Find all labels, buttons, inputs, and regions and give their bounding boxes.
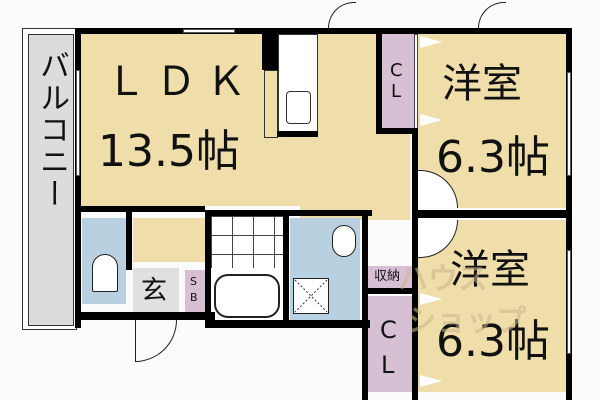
storage-label: 収納 [374,269,401,284]
kitchen-wall [262,34,278,70]
wall-rooms-divider [418,210,568,218]
western-room-1-title: 洋室 [442,61,522,107]
wall-cl1-bottom [376,128,418,134]
entrance [133,268,179,312]
wall-ldk-bottom [75,206,205,212]
window-balcony [76,70,80,176]
toilet-icon [92,254,118,292]
wall-left [75,28,81,328]
balcony-label: バルコニー [34,50,69,210]
shoe-box [185,270,205,312]
kitchen-side [264,70,278,138]
window-ldk-top [183,29,235,33]
bathtub-icon [214,274,280,318]
western-room-2-title: 洋室 [450,247,530,293]
door-top-western[interactable] [478,2,506,28]
closet-1 [382,34,414,130]
storage [368,266,414,288]
entrance-door[interactable] [135,320,177,362]
wall-bottom-left [75,312,215,320]
closet-1-c: C [390,60,403,81]
shoe-box-b: B [190,291,198,304]
kitchen-sink-icon [286,91,311,124]
entrance-label: 玄 [141,276,168,306]
watermark-line1: ハウス [398,262,488,297]
wall-bath-divider [283,216,289,326]
ldk-lower-floor [300,130,410,220]
ldk-title: ＬＤＫ [106,59,256,105]
closet-1-l: L [391,81,402,102]
door-top-ldk[interactable] [328,2,356,28]
closet-2-fold-door-bottom [420,375,442,387]
wash-basin-icon [332,225,356,257]
window-western-2 [567,250,571,354]
closet-1-fold-door-top [420,36,442,48]
shoe-box-s: S [190,275,197,288]
western-room-1-size: 6.3帖 [436,132,550,183]
wall-hall-right [412,128,418,400]
kitchen-counter-base [277,131,318,137]
wall-bath-right [362,210,368,400]
hall-floor [133,218,205,262]
wall-storage-bottom [362,288,418,294]
western-room-2-size: 6.3帖 [436,316,550,367]
ldk-size: 13.5帖 [98,126,240,177]
wall-bath-left [205,210,211,328]
wall-toilet-right [126,210,132,270]
closet-2-c: C [380,316,397,344]
wall-top [75,28,567,34]
closet-1-fold-door-bottom [420,114,442,126]
closet-2-fold-door-top [420,293,442,305]
closet-2 [368,296,414,392]
closet-2-l: L [381,351,395,379]
wall-bath-top [205,210,372,216]
balcony-floor [28,34,74,326]
bath-tiles [211,216,283,272]
watermark-line2: ショップ [406,304,526,339]
wall-right [566,28,572,400]
washing-machine-pan-x-icon [294,279,328,313]
window-western-1 [567,72,571,176]
wall-cl1-left [376,34,382,130]
